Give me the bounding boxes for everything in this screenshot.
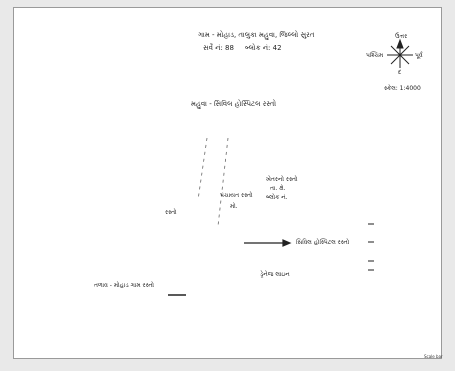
footer-note: Scale bar — [424, 354, 443, 359]
compass-east: પૂર્વ — [415, 52, 423, 59]
road-lines — [197, 137, 229, 227]
map-sheet — [13, 7, 442, 359]
compass-icon — [387, 38, 413, 68]
center-sub-label: મો. — [230, 203, 238, 210]
compass-north: ઉત્તર — [395, 33, 408, 40]
panchayat-road-label: પંચાયત રસ્તો — [220, 192, 253, 199]
header-block-no: બ્લોક નં: 42 — [245, 44, 282, 52]
compass-west: પશ્ચિમ — [366, 52, 384, 59]
header-survey-no: સર્વે નં: 88 — [203, 44, 234, 52]
header-line1: ગામ - મોહાડ, તાલુકા મહુવા, જિલ્લો સુરત — [198, 31, 315, 39]
drainage-label: ડ્રેનેજ લાઇન — [260, 271, 290, 278]
mid-heading: મહુવા - સિવિલ હોસ્પિટલ રસ્તો — [191, 100, 277, 108]
left-road-label: રસ્તો — [165, 209, 177, 216]
arrow-icon — [244, 239, 292, 247]
road-right-label: ખેતરનો રસ્તો — [266, 176, 298, 183]
bottom-left-label: તળાવ - મોહાડ ગામ રસ્તો — [94, 282, 155, 289]
arrow-label: સિવિલ હોસ્પિટલ રસ્તો — [296, 239, 350, 246]
compass-south: દ — [398, 69, 402, 76]
road-right-sub2: બ્લોક નં. — [266, 194, 288, 201]
map-scale: સ્કેલ: 1:4000 — [384, 85, 421, 92]
boundary-ticks — [368, 223, 374, 271]
road-right-sub: તા. ક્ષે. — [270, 185, 286, 192]
